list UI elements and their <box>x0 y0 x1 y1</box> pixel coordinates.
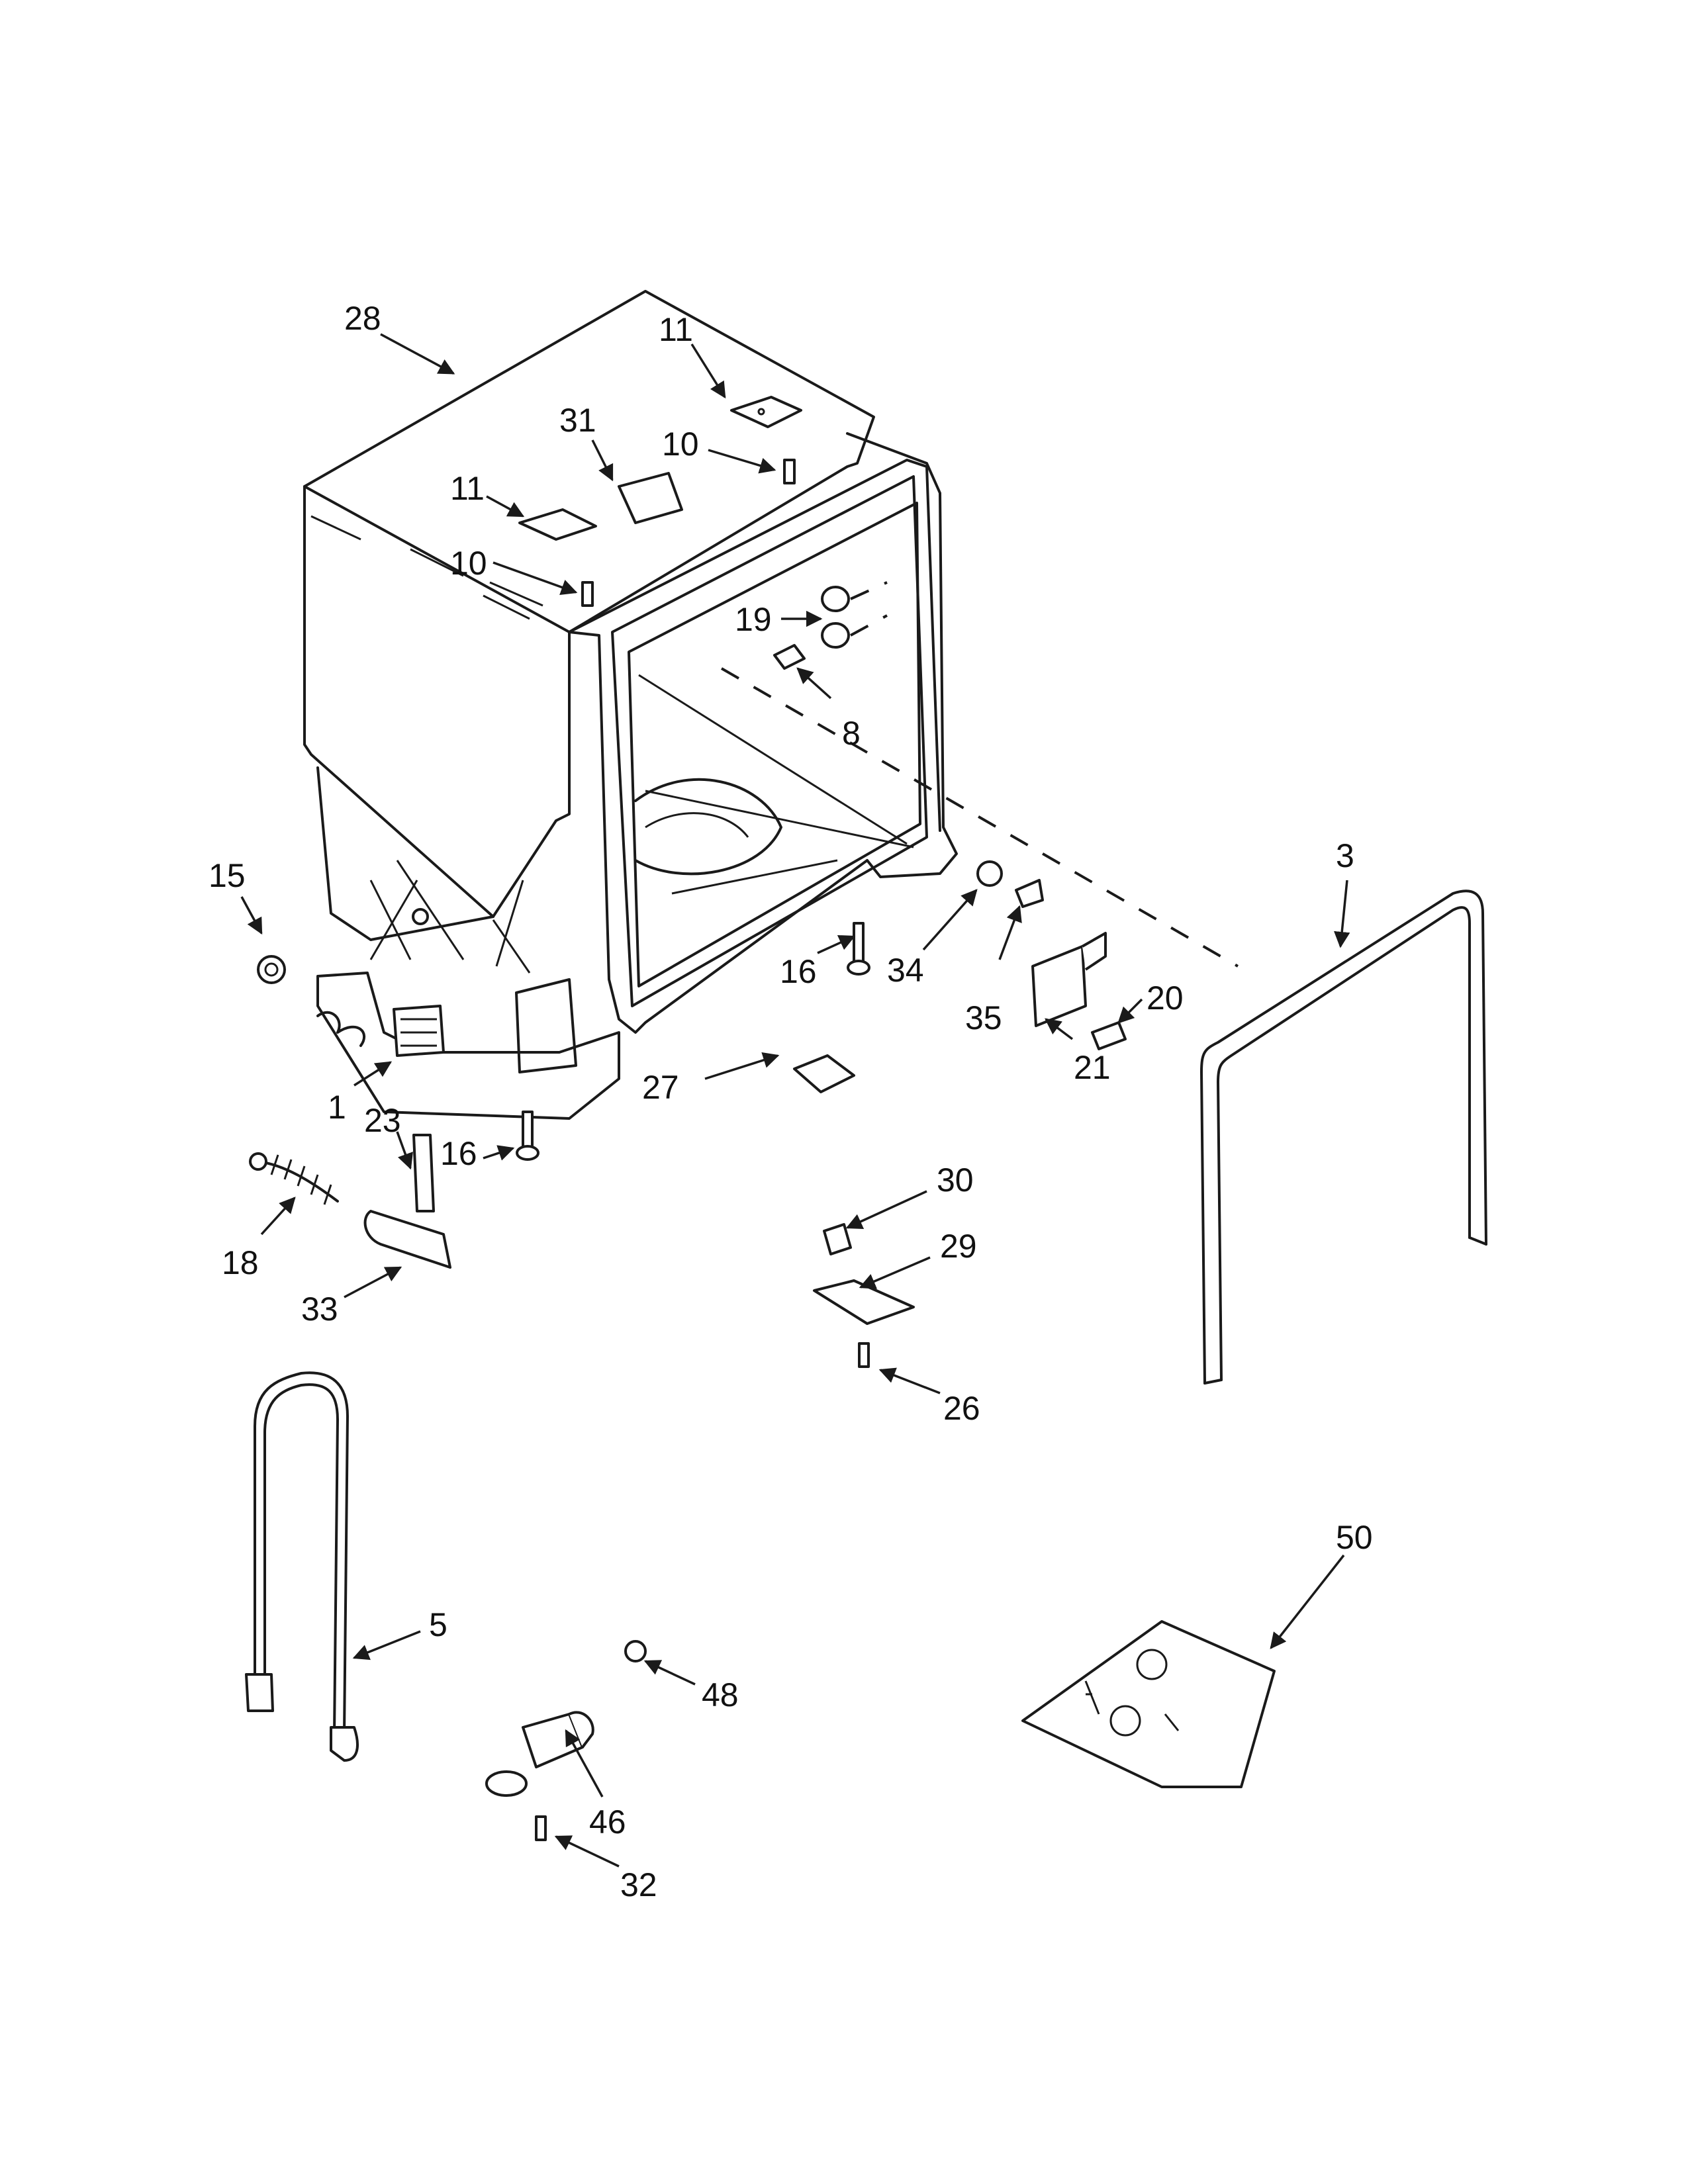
spring-clip-48 <box>624 1640 647 1662</box>
star-nut <box>976 860 1003 887</box>
callout-23: 23 <box>364 1102 401 1139</box>
leader-lines <box>240 333 1350 1868</box>
callout-10-upper: 10 <box>662 426 699 463</box>
clip-30 <box>823 1223 852 1255</box>
callout-28: 28 <box>344 300 381 337</box>
screw-lower <box>581 581 594 607</box>
leveler-foot-lower <box>516 1111 539 1161</box>
callout-11-upper: 11 <box>659 311 693 348</box>
tub-assembly <box>303 290 958 1120</box>
water-valve <box>485 1711 594 1797</box>
screw-32 <box>535 1815 547 1841</box>
callout-16-lower: 16 <box>440 1135 477 1172</box>
callout-labels: 28 11 31 10 11 10 19 8 3 15 16 34 20 35 … <box>209 300 1373 1903</box>
callout-21: 21 <box>1074 1049 1111 1086</box>
cover-33 <box>363 1210 451 1269</box>
bracket-screw-20 <box>1091 1021 1127 1050</box>
callout-20: 20 <box>1147 979 1184 1017</box>
hinge-bracket-lower <box>518 508 597 541</box>
door-gasket <box>1200 889 1487 1385</box>
callout-35: 35 <box>965 999 1002 1036</box>
callout-10-lower: 10 <box>450 545 487 582</box>
leveler-foot-upper <box>847 922 870 976</box>
callout-29: 29 <box>940 1228 977 1265</box>
parts-bag <box>1021 1620 1276 1788</box>
mounting-bracket <box>1031 932 1107 1027</box>
strip-23 <box>412 1134 435 1212</box>
callout-19: 19 <box>735 601 772 638</box>
callout-31: 31 <box>559 402 596 439</box>
vent-cover <box>618 472 683 524</box>
callout-16-upper: 16 <box>780 953 817 990</box>
drain-hose <box>245 1371 359 1762</box>
roller-screw <box>773 644 806 670</box>
callout-18: 18 <box>222 1244 259 1281</box>
hinge-bracket-upper <box>730 396 802 428</box>
callout-5: 5 <box>429 1606 447 1643</box>
callout-46: 46 <box>589 1803 626 1841</box>
callout-50: 50 <box>1336 1519 1373 1556</box>
spring-18 <box>249 1152 339 1205</box>
plug-15 <box>257 955 286 984</box>
clip-27 <box>793 1054 855 1093</box>
callout-3: 3 <box>1336 837 1354 874</box>
callout-26: 26 <box>943 1390 980 1427</box>
callout-48: 48 <box>702 1676 739 1713</box>
callout-34: 34 <box>887 952 924 989</box>
callout-1: 1 <box>328 1089 346 1126</box>
bolt-35 <box>1015 879 1044 908</box>
screw-26 <box>858 1342 870 1368</box>
callout-15: 15 <box>209 857 246 894</box>
callout-32: 32 <box>620 1866 657 1903</box>
bracket-29 <box>813 1279 915 1325</box>
callout-33: 33 <box>301 1291 338 1328</box>
callout-8: 8 <box>842 715 861 752</box>
callout-30: 30 <box>937 1161 974 1199</box>
rack-rollers <box>821 581 888 649</box>
alignment-line <box>721 667 1239 968</box>
callout-11-lower: 11 <box>450 470 485 507</box>
callout-27: 27 <box>642 1069 679 1106</box>
screw-upper <box>783 459 796 484</box>
